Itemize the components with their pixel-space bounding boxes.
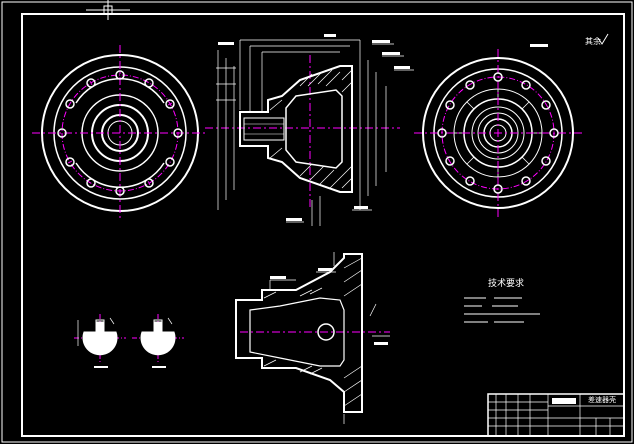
lower-section-view <box>235 252 390 424</box>
left-flange-view <box>32 45 208 221</box>
title-block-part-name: 差速器壳 <box>588 395 616 404</box>
sheet-inner-border <box>21 13 625 437</box>
main-section-view <box>205 34 548 226</box>
roughness-mark: 其余 <box>585 33 609 46</box>
shaft-section-right <box>132 314 184 362</box>
crosshair-cursor-icon <box>86 0 130 20</box>
title-block: 差速器壳 <box>487 393 625 437</box>
shaft-section-left <box>74 314 126 362</box>
notes-heading: 技术要求 <box>488 277 524 289</box>
technical-requirements: 技术要求 <box>464 277 540 323</box>
right-flange-view <box>414 49 582 217</box>
roughness-mark-label: 其余 <box>585 36 601 46</box>
